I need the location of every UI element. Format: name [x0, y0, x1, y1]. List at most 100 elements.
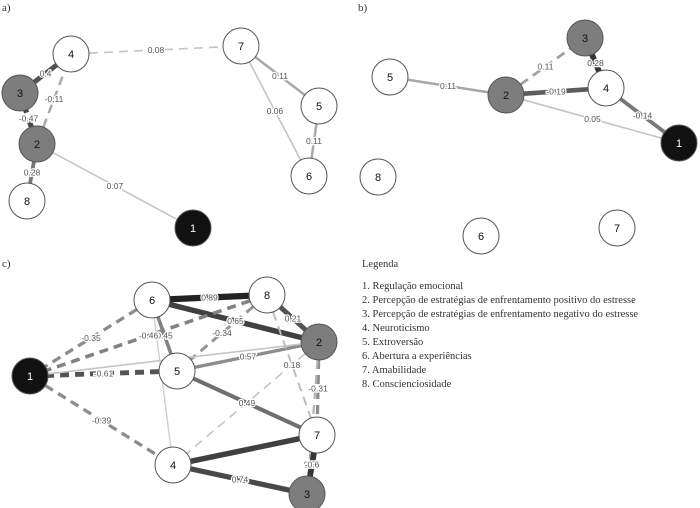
node-1-circle	[660, 124, 698, 162]
node-7-label: 7	[238, 41, 244, 53]
edge-weight-label: -0.35	[81, 333, 101, 343]
edge-2-3	[307, 359, 319, 477]
node-6-label: 6	[306, 171, 312, 183]
legend-title: Legenda	[362, 259, 399, 270]
legend-item-7: 7. Amabilidade	[362, 365, 427, 376]
edge-weight-label: -0.47	[19, 114, 39, 124]
edge-weight-label: -0.14	[633, 111, 653, 121]
edge-weight-label: 0.4	[40, 69, 52, 79]
edge-5-2	[407, 78, 489, 94]
edge-weight-label: -0.34	[212, 328, 232, 338]
node-4-label: 4	[603, 83, 609, 95]
edge-weight-label: 0.11	[538, 62, 554, 72]
node-4-label: 4	[68, 49, 74, 61]
node-5-label: 5	[174, 366, 180, 378]
edge-2-1	[52, 151, 178, 221]
panel-a-edges	[23, 46, 318, 221]
node-8-label: 8	[24, 196, 30, 208]
edge-weight-label: 0.11	[306, 136, 322, 146]
edge-weight-label: 0.74	[232, 475, 249, 485]
legend-item-6: 6. Abertura a experiências	[362, 351, 472, 362]
node-3-circle	[566, 19, 604, 57]
edge-2-4	[42, 70, 66, 128]
node-4-circle	[587, 69, 625, 107]
edge-3-4	[32, 62, 59, 85]
node-3-label: 3	[17, 88, 23, 100]
node-2-label: 2	[316, 337, 322, 349]
node-7-label: 7	[314, 430, 320, 442]
edge-5-6	[310, 123, 318, 159]
node-1-label: 1	[27, 371, 33, 383]
node-3-label: 3	[304, 489, 310, 501]
node-7-circle	[598, 209, 636, 247]
panel-c-edges	[44, 292, 321, 493]
edge-5-1	[47, 369, 160, 378]
edge-4-1	[619, 97, 666, 134]
panel-label-b: b)	[358, 2, 368, 14]
legend-item-1: 1. Regulação emocional	[362, 281, 464, 292]
node-4-label: 4	[170, 460, 176, 472]
edge-weight-label: -0.6	[305, 460, 320, 470]
edge-weight-label: -0.31	[308, 384, 328, 394]
edge-weight-label: -0.61	[94, 369, 114, 379]
node-5-circle	[158, 352, 196, 390]
node-6-circle	[133, 281, 171, 319]
edge-4-3	[190, 466, 290, 493]
edge-weight-label: 0.11	[272, 71, 288, 81]
edge-6-5	[156, 316, 173, 355]
edge-3-7	[307, 452, 317, 477]
node-3-circle	[288, 475, 326, 508]
edge-6-8	[169, 292, 250, 303]
edge-7-6	[248, 61, 302, 161]
edge-weight-label: 0.89	[201, 293, 218, 303]
node-6-circle	[290, 157, 328, 195]
edge-4-7	[88, 46, 224, 54]
edge-8-2	[278, 305, 308, 332]
edge-6-1	[44, 308, 138, 368]
node-5-label: 5	[316, 101, 322, 113]
edge-weight-label: -0.11	[45, 94, 64, 104]
legend-item-3: 3. Percepção de estratégias de enfrentam…	[362, 309, 639, 320]
edge-weight-label: 0.21	[285, 314, 302, 324]
edge-8-7	[272, 311, 312, 419]
edge-3-4	[589, 53, 602, 73]
edge-weight-label: 0.06	[267, 106, 284, 116]
panel-label-c: c)	[2, 258, 11, 270]
edge-5-2	[194, 343, 302, 370]
node-7-circle	[298, 416, 336, 454]
node-1-label: 1	[190, 223, 196, 235]
edge-weight-label: 0.65	[227, 316, 244, 326]
node-5-circle	[371, 58, 409, 96]
node-3-circle	[1, 74, 39, 112]
node-1-label: 1	[676, 138, 682, 150]
edge-weight-label: 0.57	[240, 352, 257, 362]
panel-a-edge-labels: 0.4-0.47-0.110.080.110.060.110.280.07	[18, 44, 324, 193]
edge-weight-label: 0.52	[304, 460, 321, 470]
node-3-label: 3	[582, 33, 588, 45]
edge-weight-label: 0.45	[156, 331, 173, 341]
edge-weight-label: 0.49	[239, 398, 256, 408]
edge-weight-label: 0.28	[587, 58, 604, 68]
edge-weight-label: 0.07	[107, 181, 124, 191]
node-1-circle	[174, 209, 212, 247]
node-6-label: 6	[478, 231, 484, 243]
edge-weight-label: 0.05	[584, 114, 601, 124]
node-2-circle	[300, 323, 338, 361]
edge-weight-label: 0.11	[440, 81, 456, 91]
edge-2-3	[23, 109, 34, 128]
edge-weight-label: 0.18	[284, 360, 301, 370]
edge-8-5	[189, 305, 255, 361]
node-8-circle	[8, 182, 46, 220]
legend: Legenda 1. Regulação emocional 2. Percep…	[362, 258, 692, 392]
panel-label-a: a)	[2, 2, 11, 14]
node-8-label: 8	[375, 172, 381, 184]
node-8-label: 8	[264, 290, 270, 302]
node-2-circle	[487, 76, 525, 114]
edge-weight-label: 0.28	[24, 168, 41, 178]
node-2-label: 2	[503, 90, 509, 102]
node-8-circle	[248, 276, 286, 314]
